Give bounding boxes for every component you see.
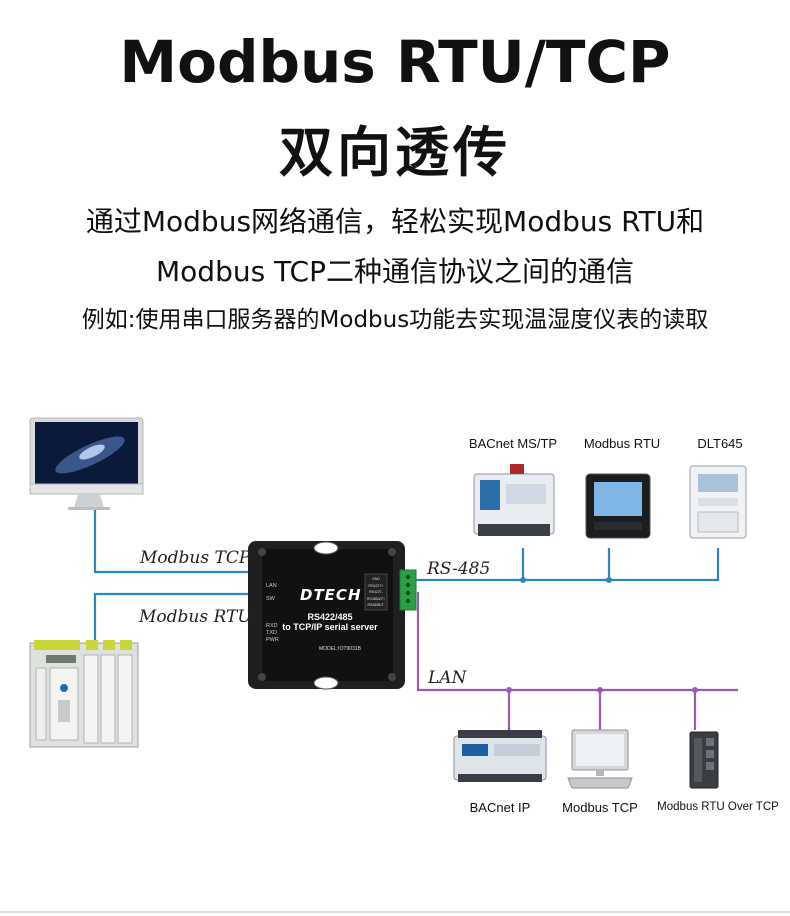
power-meter-icon (585, 473, 651, 539)
led-label-rxd: RXD (266, 623, 278, 629)
label-rs485: RS-485 (427, 559, 491, 579)
label-bacnet-mstp: BACnet MS/TP (468, 436, 558, 451)
device-model-number: MODEL:IOT9031B (319, 646, 361, 652)
label-modbus-tcp-device: Modbus TCP (562, 800, 638, 815)
label-modbus-tcp: Modbus TCP (140, 548, 251, 568)
terminal-label: RS422T+ (368, 583, 384, 588)
device-model-line-2: to TCP/IP serial server (282, 622, 378, 632)
terminal-labels: GND RS422T+ RS422T- RS485A/T+ RS485B/T- (366, 576, 386, 609)
device-port-labels: LAN SW (266, 580, 277, 606)
terminal-label: RS485A/T+ (366, 596, 386, 601)
label-bacnet-ip: BACnet IP (469, 800, 531, 815)
pc-workstation-icon (567, 729, 633, 789)
bacnet-controller-icon (473, 464, 555, 536)
terminal-label: GND (372, 577, 380, 581)
label-modbus-rtu-over-tcp: Modbus RTU Over TCP (657, 801, 779, 813)
energy-meter-icon (689, 465, 747, 539)
terminal-label: RS485B/T- (367, 603, 385, 607)
label-dlt645: DLT645 (697, 436, 743, 451)
industrial-switch-icon (689, 731, 719, 789)
page-title: Modbus RTU/TCP (119, 28, 671, 96)
tcp-connection-line (93, 510, 262, 574)
description-line-1: 通过Modbus网络通信，轻松实现Modbus RTU和 (85, 205, 705, 238)
bottom-divider (0, 911, 790, 913)
led-label-sw: SW (266, 596, 275, 602)
led-label-txd: TXD (266, 630, 277, 636)
lan-bus-line (416, 592, 738, 692)
rs485-bus-line (412, 548, 720, 582)
device-brand-logo: DTECH (300, 586, 362, 604)
page-subtitle: 双向透传 (279, 121, 511, 184)
device-status-labels: RXD TXD PWR (266, 623, 279, 644)
serial-server-device (248, 541, 417, 690)
description-line-3: 例如:使用串口服务器的Modbus功能去实现温湿度仪表的读取 (81, 307, 709, 333)
rtu-connection-line (93, 592, 262, 640)
description-line-2: Modbus TCP二种通信协议之间的通信 (156, 255, 634, 288)
bacnet-ip-controller-icon (453, 730, 547, 782)
monitor-icon (29, 417, 144, 510)
label-lan: LAN (428, 668, 467, 688)
label-modbus-rtu: Modbus RTU (139, 607, 252, 627)
label-modbus-rtu-device: Modbus RTU (583, 436, 661, 451)
plc-rack-icon (29, 640, 139, 748)
led-label-pwr: PWR (266, 637, 279, 643)
terminal-label: RS422T- (369, 590, 383, 594)
device-model-line-1: RS422/485 (307, 612, 353, 622)
led-label-lan: LAN (266, 583, 277, 589)
